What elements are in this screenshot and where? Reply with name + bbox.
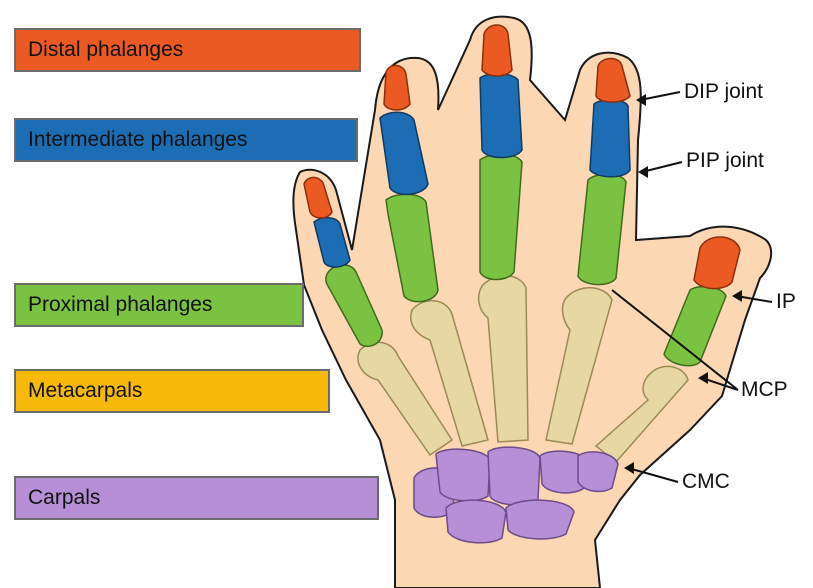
- carpal-bone-3: [488, 447, 540, 505]
- legend-distal-label: Distal phalanges: [28, 38, 183, 62]
- legend-proximal-phalanges: Proximal phalanges: [14, 283, 304, 327]
- legend-metacarpals-label: Metacarpals: [28, 379, 142, 403]
- legend-carpals: Carpals: [14, 476, 379, 520]
- distal-ring: [384, 65, 410, 110]
- mcp-joint-label: MCP: [741, 378, 788, 402]
- pip-arrowhead: [638, 166, 648, 178]
- pip-joint-label: PIP joint: [686, 149, 764, 173]
- carpal-bone-5: [578, 452, 618, 492]
- dip-joint-label: DIP joint: [684, 80, 763, 104]
- intermediate-index: [590, 100, 630, 177]
- legend-metacarpals: Metacarpals: [14, 369, 330, 413]
- cmc-joint-label: CMC: [682, 470, 730, 494]
- legend-intermediate-label: Intermediate phalanges: [28, 128, 248, 152]
- legend-proximal-label: Proximal phalanges: [28, 293, 212, 317]
- carpal-bone-7: [506, 500, 574, 539]
- carpal-bone-6: [446, 500, 506, 543]
- legend-carpals-label: Carpals: [28, 486, 100, 510]
- ip-joint-label: IP: [776, 290, 796, 314]
- carpal-bone-2: [436, 449, 490, 501]
- intermediate-middle: [480, 74, 522, 158]
- distal-middle: [482, 25, 512, 76]
- legend-intermediate-phalanges: Intermediate phalanges: [14, 118, 358, 162]
- legend-distal-phalanges: Distal phalanges: [14, 28, 361, 72]
